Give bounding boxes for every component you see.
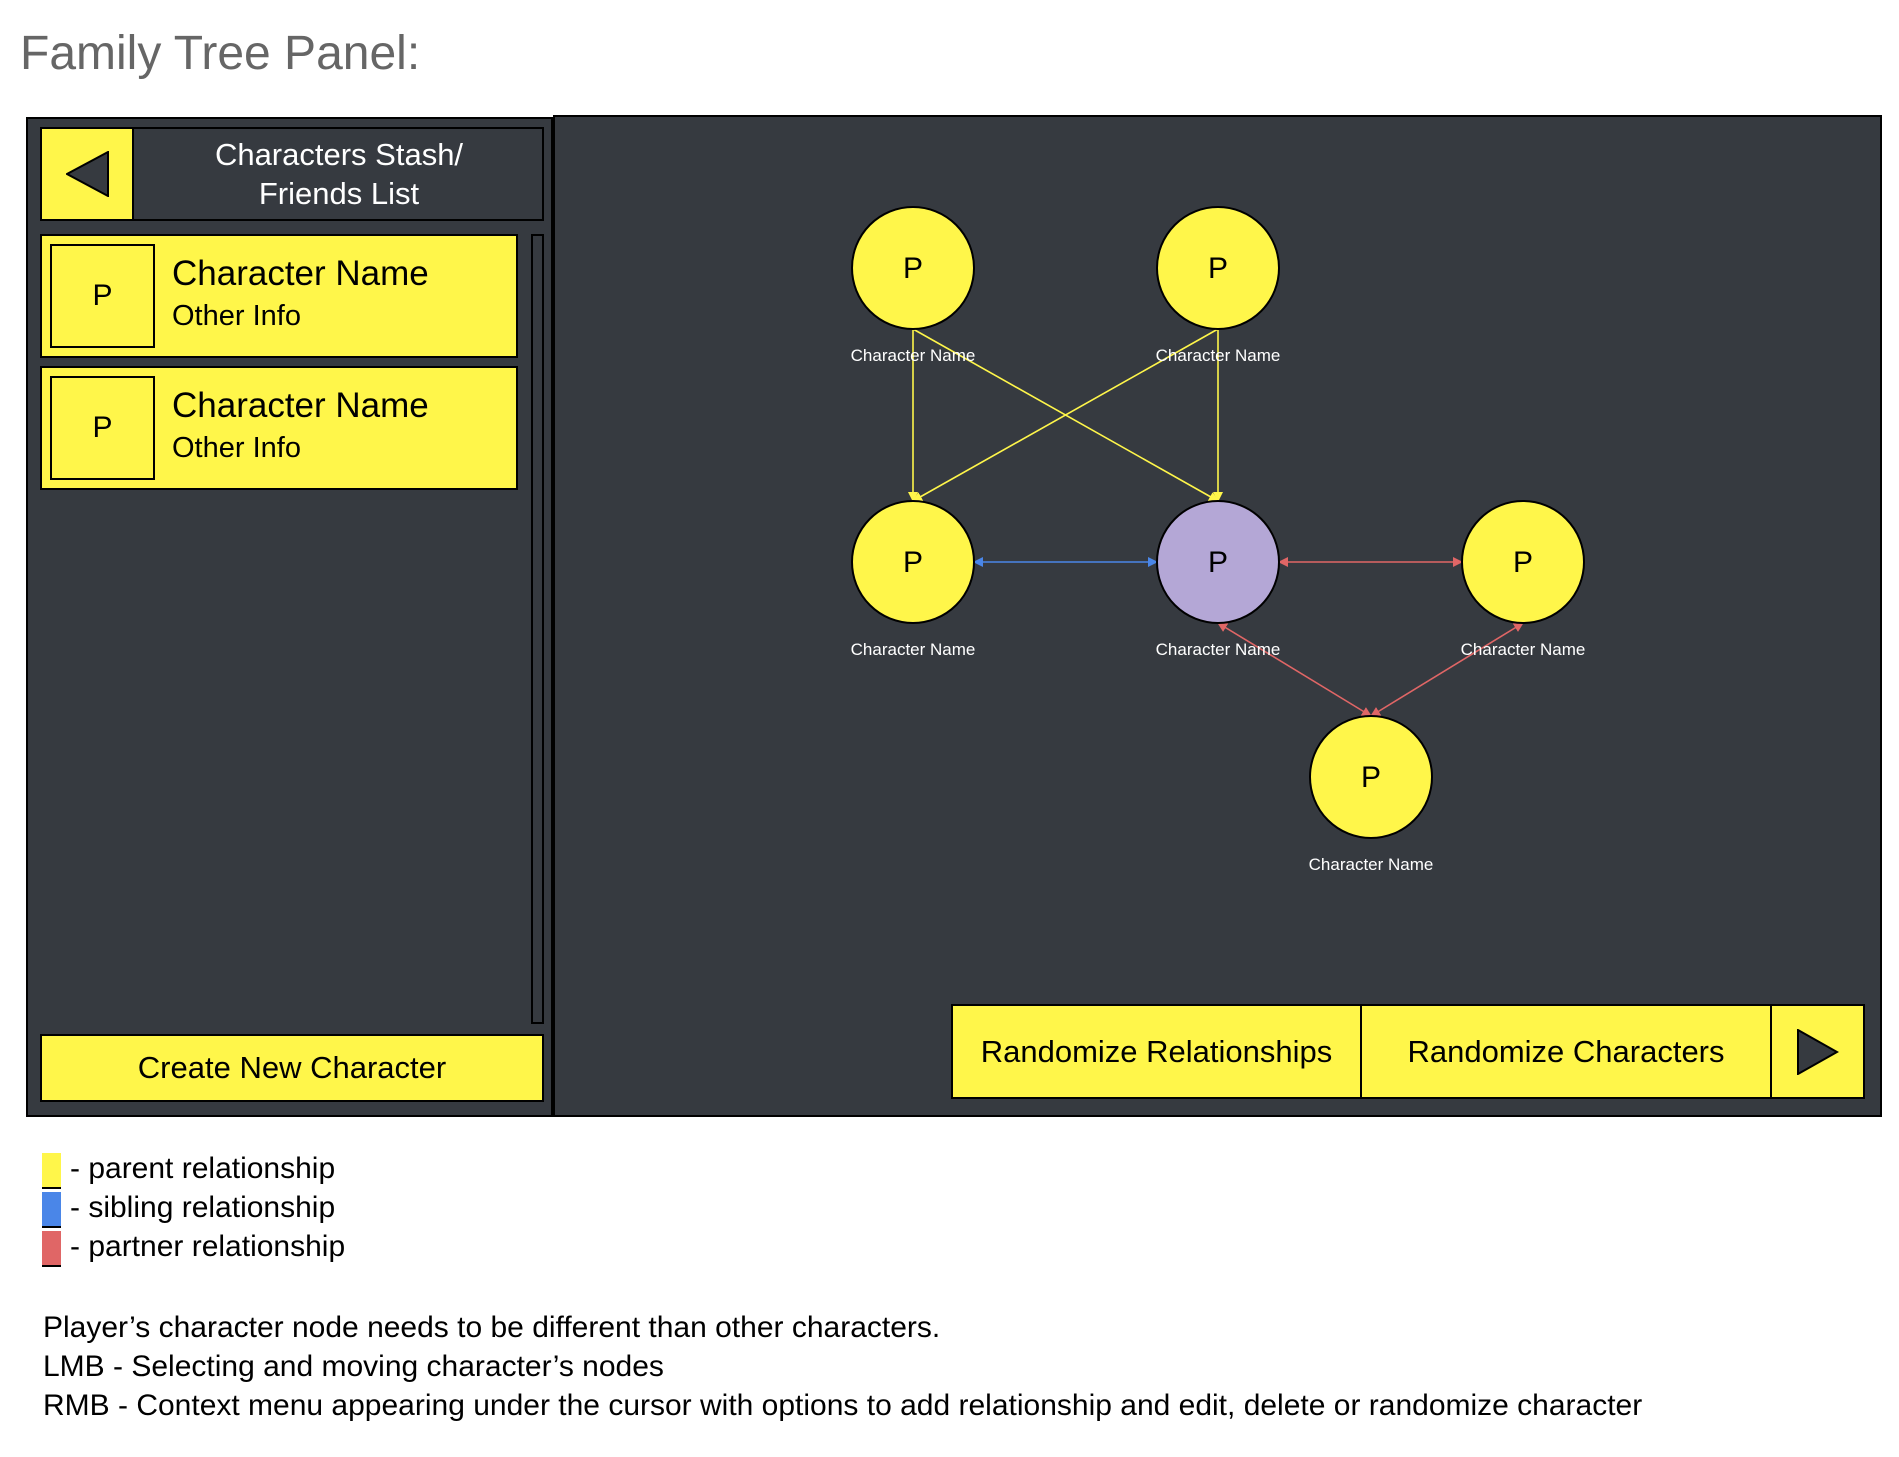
parent-relationship-edge[interactable] (912, 328, 1219, 502)
node-letter: P (1513, 546, 1533, 579)
next-arrow-icon (1796, 1028, 1839, 1075)
swatch-partner (42, 1231, 61, 1267)
swatch-parent (42, 1153, 61, 1189)
legend-label: - partner relationship (70, 1230, 346, 1263)
node-name-label: Character Name (1461, 640, 1586, 659)
node-letter: P (1208, 252, 1228, 285)
next-button[interactable] (1770, 1004, 1865, 1099)
node-circle[interactable] (1156, 500, 1280, 624)
design-notes: Player’s character node needs to be diff… (43, 1308, 1642, 1425)
partner-relationship-edge[interactable] (1217, 622, 1372, 717)
swatch-sibling (42, 1192, 61, 1228)
character-portrait: P (50, 244, 155, 348)
back-arrow-icon (66, 151, 109, 197)
note-line: RMB - Context menu appearing under the c… (43, 1389, 1643, 1422)
node-letter: P (903, 252, 923, 285)
back-button[interactable] (42, 129, 134, 219)
character-node[interactable]: P Character Name (851, 206, 976, 365)
stash-scrollbar[interactable] (531, 234, 544, 1024)
character-portrait: P (50, 376, 155, 480)
node-letter: P (1361, 761, 1381, 794)
legend-label: - sibling relationship (70, 1191, 336, 1224)
character-card[interactable]: P Character Name Other Info (40, 234, 518, 358)
node-circle[interactable] (851, 206, 975, 330)
note-line: LMB - Selecting and moving character’s n… (43, 1350, 664, 1383)
node-name-label: Character Name (1309, 855, 1434, 874)
character-stash-panel: Characters Stash/ Friends List P Charact… (26, 117, 553, 1117)
node-name-label: Character Name (1156, 346, 1281, 365)
character-info: Other Info (172, 300, 301, 332)
page-title: Family Tree Panel: (20, 27, 421, 80)
character-node[interactable]: P Character Name (1156, 206, 1281, 365)
character-node[interactable]: P Character Name (851, 500, 976, 659)
stash-title: Characters Stash/ Friends List (214, 137, 464, 211)
legend-label: - parent relationship (70, 1152, 336, 1185)
randomize-characters-button[interactable]: Randomize Characters (1360, 1004, 1772, 1099)
create-character-button[interactable]: Create New Character (40, 1034, 544, 1102)
character-info: Other Info (172, 432, 301, 464)
partner-relationship-edge[interactable] (1370, 622, 1524, 717)
character-node[interactable]: P Character Name (1309, 715, 1434, 874)
player-character-node[interactable]: P Character Name (1156, 500, 1281, 659)
node-name-label: Character Name (851, 346, 976, 365)
node-letter: P (1208, 546, 1228, 579)
node-circle[interactable] (1461, 500, 1585, 624)
character-node[interactable]: P Character Name (1461, 500, 1586, 659)
randomize-relationships-button[interactable]: Randomize Relationships (951, 1004, 1362, 1099)
node-letter: P (903, 546, 923, 579)
stash-header: Characters Stash/ Friends List (40, 127, 544, 221)
node-circle[interactable] (851, 500, 975, 624)
note-line: Player’s character node needs to be diff… (43, 1311, 941, 1344)
character-card[interactable]: P Character Name Other Info (40, 366, 518, 490)
node-name-label: Character Name (851, 640, 976, 659)
node-circle[interactable] (1309, 715, 1433, 839)
node-name-label: Character Name (1156, 640, 1281, 659)
node-circle[interactable] (1156, 206, 1280, 330)
character-name: Character Name (172, 386, 429, 425)
character-name: Character Name (172, 254, 429, 293)
